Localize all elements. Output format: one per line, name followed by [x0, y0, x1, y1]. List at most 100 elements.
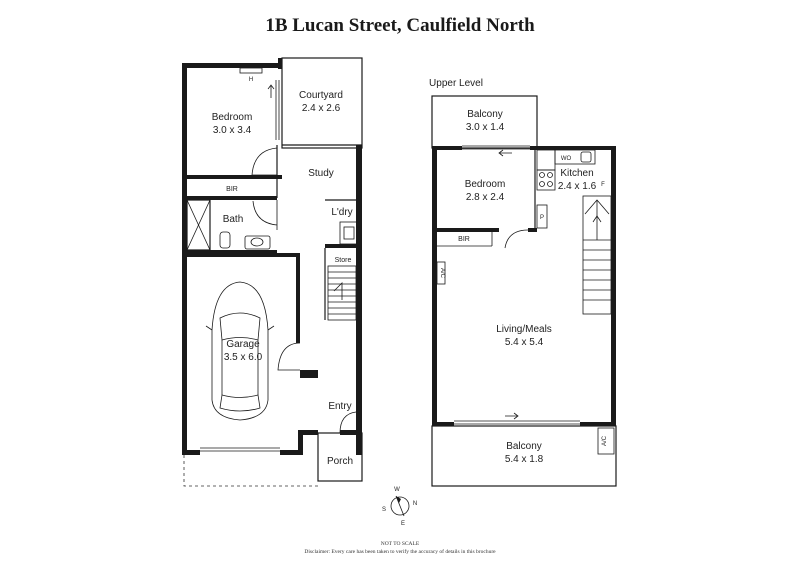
- fridge-label: F: [601, 182, 605, 188]
- wo-label: WO: [561, 156, 572, 162]
- balcony-bottom-outline: [431, 425, 617, 487]
- slide-arrow-icon: [267, 84, 275, 98]
- wall: [528, 228, 537, 232]
- compass-w: W: [394, 487, 400, 493]
- room-name-garage: Garage: [226, 339, 260, 350]
- room-dims-courtyard: 2.4 x 2.6: [302, 103, 341, 114]
- car-icon: [205, 281, 275, 421]
- room-name-store: Store: [335, 257, 352, 264]
- room-name-bedroom-upper: Bedroom: [465, 179, 506, 190]
- wall: [530, 146, 615, 150]
- wall: [580, 422, 616, 426]
- wall: [325, 244, 362, 248]
- wall: [298, 430, 303, 455]
- shower-mark: [186, 199, 211, 251]
- wall: [296, 253, 300, 343]
- compass-e: E: [401, 521, 405, 527]
- shower: [186, 199, 211, 251]
- pantry: [536, 204, 548, 229]
- wall: [356, 145, 362, 455]
- wall: [437, 228, 499, 232]
- staircase: [582, 195, 612, 315]
- slide-arrow-icon: [498, 149, 512, 157]
- door-swing: [251, 147, 278, 176]
- scale-note: NOT TO SCALE: [381, 541, 420, 547]
- courtyard-outline: [281, 57, 363, 149]
- burner: [547, 181, 553, 187]
- toilet-icon: [219, 231, 231, 249]
- room-dims-kitchen: 2.4 x 1.6: [558, 181, 597, 192]
- site-boundary: [183, 455, 318, 487]
- sink-icon: [580, 151, 592, 163]
- door-swing: [504, 229, 529, 249]
- room-name-bir: BIR: [226, 186, 238, 193]
- slide-arrow-icon: [505, 412, 519, 420]
- wall: [187, 250, 277, 254]
- ground-level-plan: H: [182, 57, 363, 487]
- wall: [298, 430, 318, 435]
- pantry-label: P: [540, 215, 544, 221]
- plan-title: 1B Lucan Street, Caulfield North: [265, 15, 535, 36]
- compass-s: S: [382, 507, 386, 513]
- disclaimer: Disclaimer: Every care has been taken to…: [304, 548, 496, 555]
- room-name-study: Study: [308, 168, 334, 179]
- door-swing: [277, 342, 301, 371]
- kitchen-cabinet: [536, 149, 556, 171]
- room-name-living: Living/Meals: [496, 324, 552, 335]
- basin-icon: [250, 237, 264, 247]
- room-dims-balcony-top: 3.0 x 1.4: [466, 122, 505, 133]
- burner: [547, 172, 553, 178]
- burner: [539, 181, 545, 187]
- laundry-trough: [339, 221, 358, 245]
- ac-label-upper: A/C: [439, 268, 445, 279]
- wall: [280, 450, 300, 455]
- heater-label: H: [249, 77, 253, 83]
- room-name-balcony-bottom: Balcony: [506, 441, 542, 452]
- ac-unit: [436, 261, 446, 285]
- balcony-top-outline: [431, 95, 538, 149]
- room-name-porch: Porch: [327, 456, 353, 467]
- room-name-bir-upper: BIR: [458, 236, 470, 243]
- wall: [611, 146, 616, 426]
- burner: [539, 172, 545, 178]
- room-dims-bedroom-upper: 2.8 x 2.4: [466, 192, 505, 203]
- kitchen-bench: [554, 149, 596, 165]
- room-name-kitchen: Kitchen: [560, 168, 593, 179]
- room-name-bath: Bath: [223, 214, 244, 225]
- room-name-laundry: L'dry: [331, 207, 352, 218]
- wall: [432, 422, 454, 426]
- compass-icon: W N S E: [382, 487, 417, 527]
- porch-outline: [317, 432, 363, 482]
- room-name-bedroom: Bedroom: [212, 112, 253, 123]
- heater: [239, 67, 263, 74]
- ac-label-balcony: A/C: [602, 435, 608, 446]
- wall: [432, 146, 462, 150]
- room-name-balcony-top: Balcony: [467, 109, 503, 120]
- wall: [187, 175, 282, 179]
- room-name-entry: Entry: [328, 401, 351, 412]
- room-name-courtyard: Courtyard: [299, 90, 343, 101]
- wall: [432, 146, 437, 426]
- cooktop-icon: [536, 169, 556, 191]
- upper-level-heading: Upper Level: [429, 78, 483, 89]
- vanity: [244, 235, 271, 250]
- door-swing: [339, 411, 357, 434]
- staircase: [327, 265, 357, 321]
- door-swing: [252, 200, 278, 230]
- room-dims-living: 5.4 x 5.4: [505, 337, 544, 348]
- wall: [187, 253, 300, 257]
- wall: [187, 196, 277, 200]
- compass-n: N: [413, 501, 417, 507]
- ac-unit: [597, 427, 615, 455]
- wall: [278, 58, 282, 69]
- laundry-trough: [343, 226, 355, 240]
- wall: [182, 63, 187, 455]
- room-dims-balcony-bottom: 5.4 x 1.8: [505, 454, 544, 465]
- upper-level-plan: Upper Level A/C W: [429, 78, 617, 487]
- room-dims-garage: 3.5 x 6.0: [224, 352, 263, 363]
- wall: [182, 450, 200, 455]
- room-dims-bedroom: 3.0 x 3.4: [213, 125, 252, 136]
- wall: [182, 63, 282, 68]
- wall: [300, 370, 318, 378]
